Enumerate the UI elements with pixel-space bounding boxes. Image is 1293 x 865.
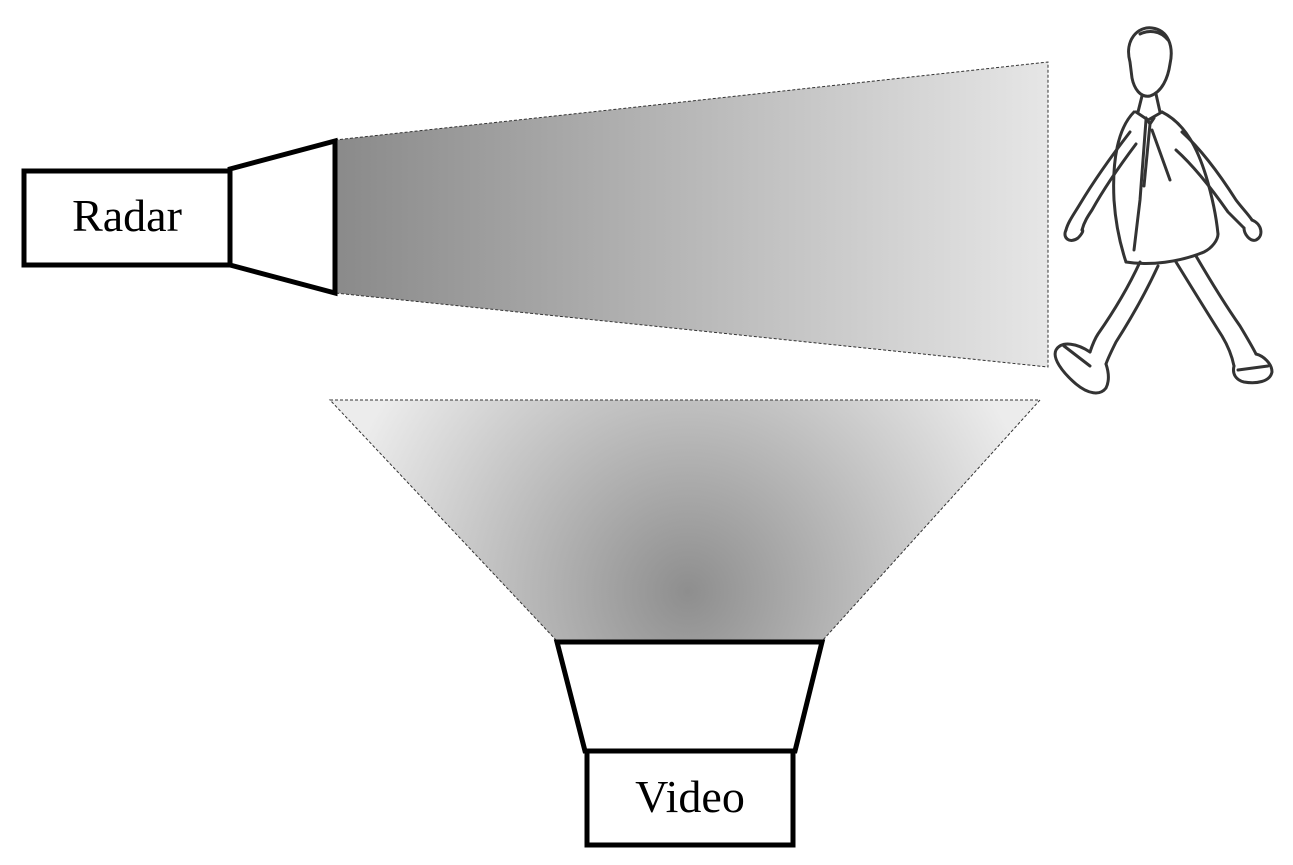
radar-label: Radar (72, 190, 182, 241)
video-box (584, 748, 796, 848)
video-lens (553, 639, 826, 754)
radar-lens (227, 137, 338, 297)
video-sensor: Video (553, 639, 826, 848)
radar-sensor: Radar (21, 137, 338, 297)
radar-box (21, 168, 233, 268)
walking-person-icon (1053, 26, 1274, 395)
radar-beam (334, 61, 1049, 368)
video-label: Video (635, 771, 745, 822)
video-cone (328, 399, 1042, 641)
